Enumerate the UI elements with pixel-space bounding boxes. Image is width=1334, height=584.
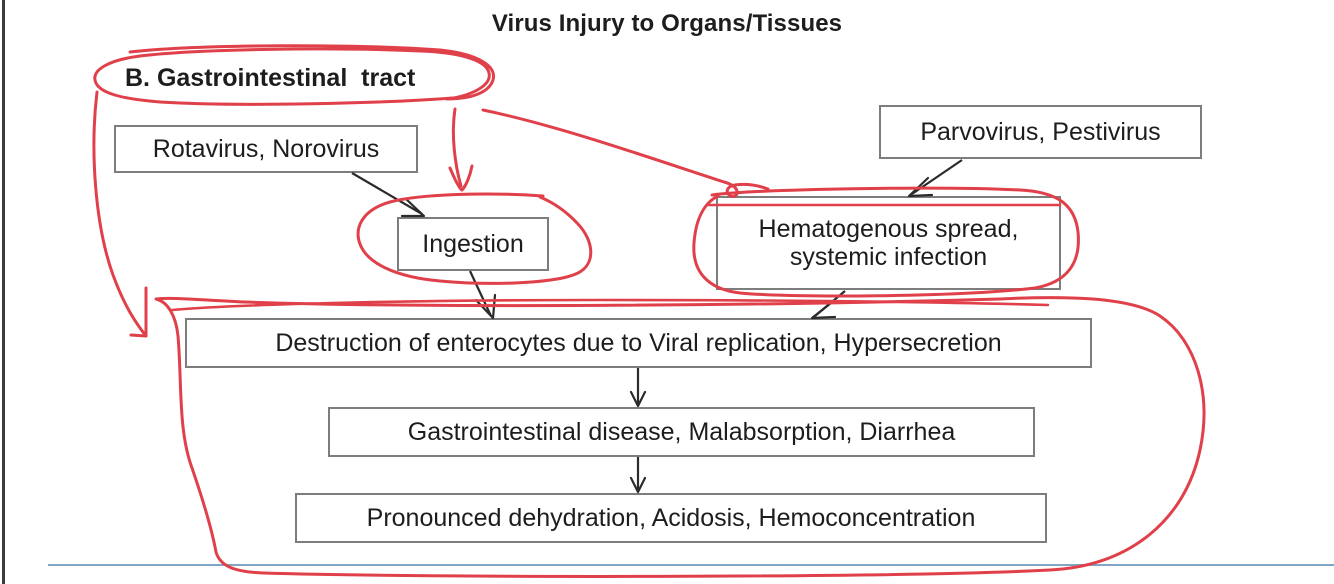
node-rotavirus: Rotavirus, Norovirus: [114, 125, 418, 173]
node-hematogenous-line2: systemic infection: [789, 243, 988, 271]
annotation-line-to-hematogenous: [481, 108, 770, 198]
page-title: Virus Injury to Organs/Tissues: [491, 10, 843, 37]
annotation-arrowhead-destruction: [129, 286, 148, 338]
node-hematogenous-line1: Hematogenous spread,: [758, 215, 1019, 243]
flow-arrow-rotavirus-to-ingestion: [351, 172, 426, 218]
node-destruction-label: Destruction of enterocytes due to Viral …: [275, 329, 1002, 357]
node-dehydration: Pronounced dehydration, Acidosis, Hemoco…: [295, 493, 1047, 543]
section-heading: B. Gastrointestinal tract: [125, 64, 416, 92]
annotation-bottom-loop-tail: [170, 298, 1050, 312]
node-parvovirus-label: Parvovirus, Pestivirus: [920, 118, 1161, 146]
node-ingestion: Ingestion: [397, 217, 549, 271]
slide-bottom-rule: [48, 564, 1334, 566]
node-gi-disease: Gastrointestinal disease, Malabsorption,…: [328, 407, 1035, 457]
node-ingestion-label: Ingestion: [422, 230, 524, 258]
annotation-arrowhead-ingestion: [448, 164, 474, 192]
flow-arrow-gi-disease-to-dehydration: [629, 457, 647, 494]
node-dehydration-label: Pronounced dehydration, Acidosis, Hemoco…: [366, 504, 976, 532]
annotation-arrow-to-ingestion: [451, 107, 463, 188]
node-rotavirus-label: Rotavirus, Norovirus: [152, 135, 380, 163]
flow-arrow-parvovirus-to-hematogenous: [907, 159, 963, 198]
node-hematogenous-label: Hematogenous spread, systemic infection: [759, 215, 1019, 271]
node-hematogenous: Hematogenous spread, systemic infection: [716, 196, 1061, 290]
flow-arrow-destruction-to-gi-disease: [629, 368, 647, 408]
slide-left-border: [2, 0, 5, 584]
flow-arrow-ingestion-to-destruction: [469, 270, 497, 320]
node-destruction: Destruction of enterocytes due to Viral …: [185, 318, 1092, 368]
flow-arrow-hematogenous-to-destruction: [810, 290, 846, 320]
node-parvovirus: Parvovirus, Pestivirus: [879, 105, 1202, 159]
node-gi-disease-label: Gastrointestinal disease, Malabsorption,…: [407, 418, 956, 446]
